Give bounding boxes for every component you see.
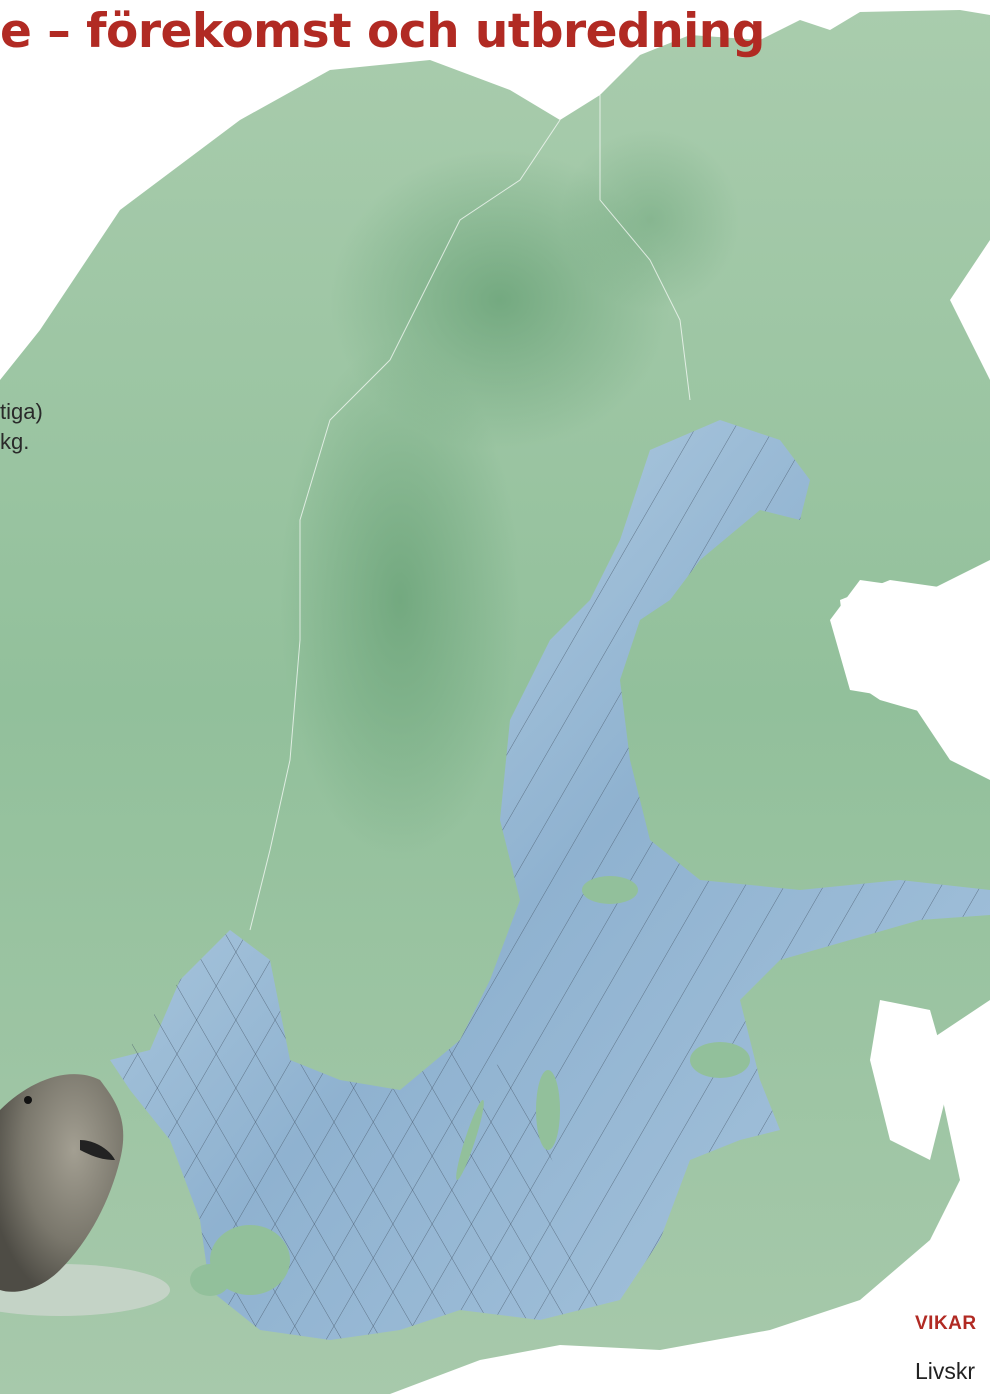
border-norway-sweden [249,119,561,931]
side-text: tiga) kg. [0,397,43,457]
saaremaa [690,1042,750,1078]
oland [456,1100,484,1180]
gotland [536,1070,560,1150]
aland [582,876,638,904]
funen [190,1264,230,1296]
seal-illustration [0,1074,170,1316]
side-text-line-1: tiga) [0,399,43,424]
border-sweden-finland [599,95,691,401]
side-text-line-2: kg. [0,429,30,454]
lake-onega [870,1000,950,1160]
legend-body: Livskr [915,1358,976,1384]
zealand [210,1225,290,1295]
map-title: e – förekomst och utbredning [0,4,765,59]
legend-heading: VIKAR [915,1313,977,1334]
lake-ladoga [840,580,990,720]
